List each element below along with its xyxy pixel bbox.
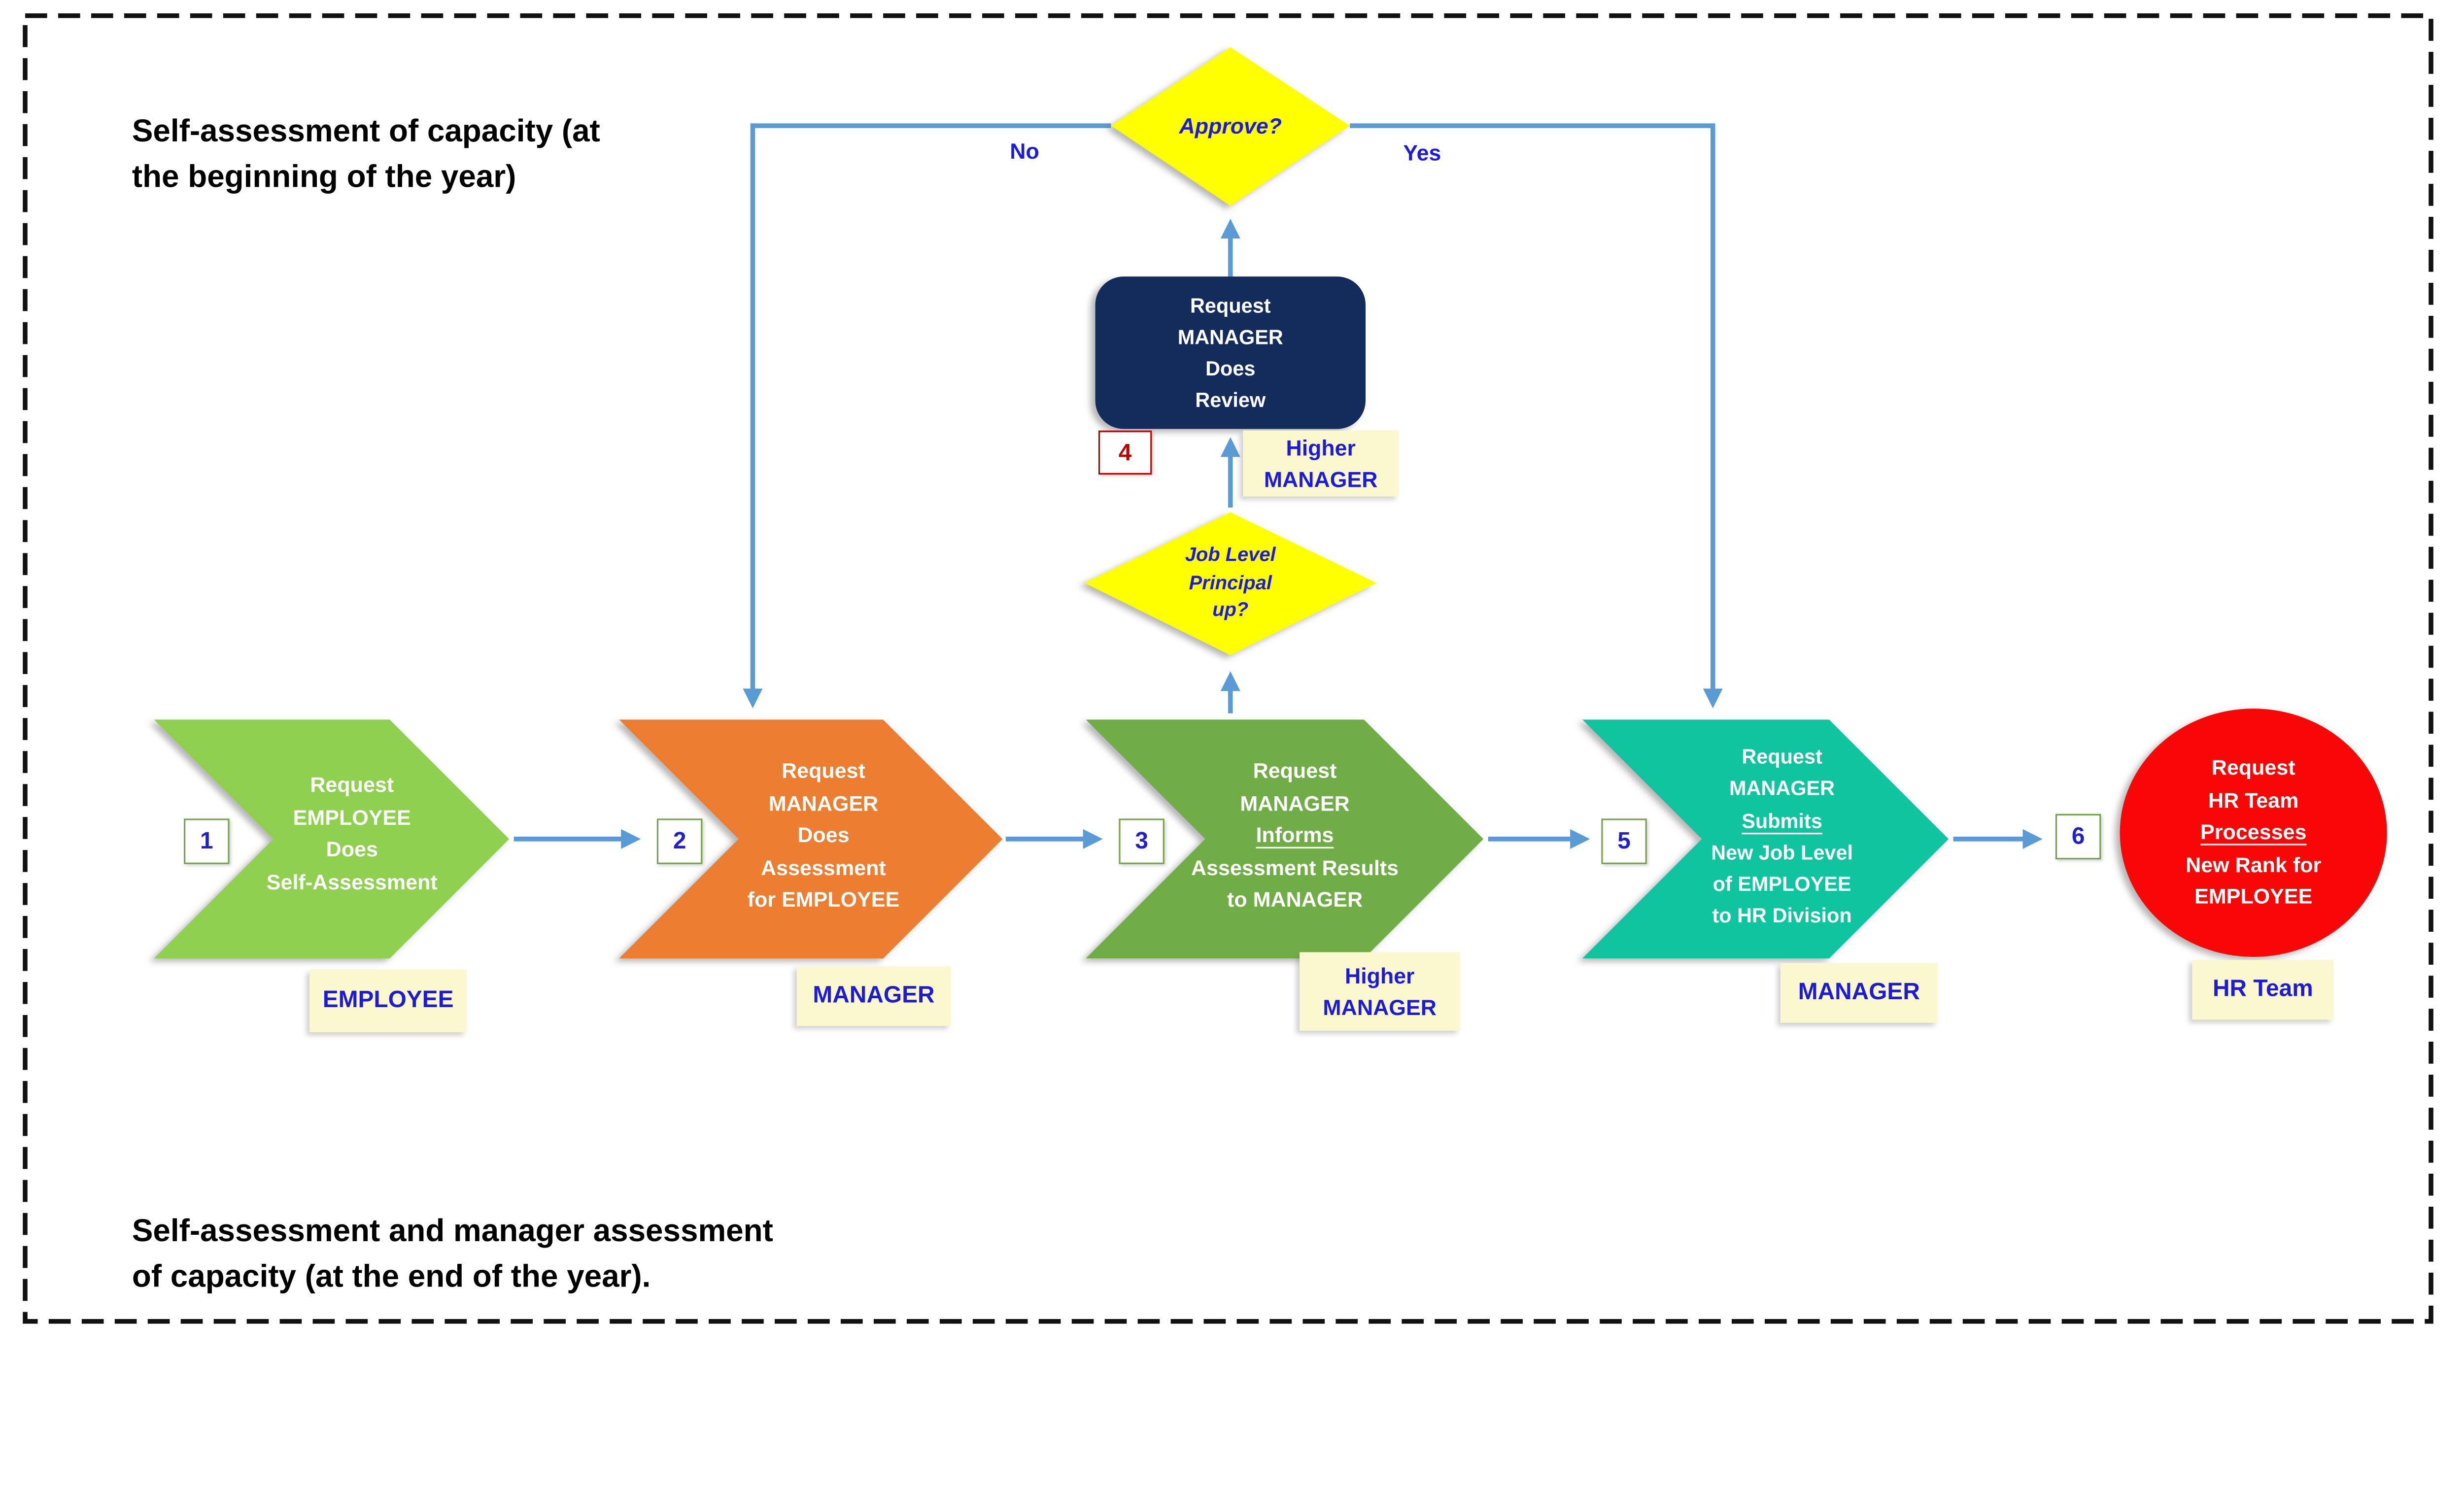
caption-top-line1: Self-assessment of capacity (at (132, 114, 600, 149)
step6-line1: Request (2211, 755, 2295, 779)
step3-badge: 3 (1119, 818, 1164, 864)
step6-line3: Processes (2200, 820, 2307, 844)
step6-text: Request HR Team Processes New Rank for E… (2096, 752, 2411, 914)
step3-line4: Assessment Results (1191, 855, 1399, 880)
step5-actor-tag: MANAGER (1780, 963, 1938, 1023)
caption-bottom-line2: of capacity (at the end of the year). (132, 1260, 651, 1295)
step6-actor-tag: HR Team (2192, 960, 2334, 1020)
step6-line4: New Rank for (2186, 852, 2322, 876)
joblevel-line2: Principal (1189, 571, 1272, 593)
caption-bottom-line1: Self-assessment and manager assessment (132, 1214, 773, 1250)
flowchart-canvas (23, 13, 2433, 1324)
step1-actor-tag: EMPLOYEE (309, 969, 467, 1033)
step3-tag-line2: MANAGER (1323, 994, 1437, 1020)
step2-line1: Request (781, 759, 865, 783)
branch-no-label: No (1010, 138, 1039, 164)
step1-line4: Self-Assessment (266, 869, 438, 893)
page-dashed-border (23, 13, 2433, 1324)
step3-tag-line1: Higher (1345, 963, 1415, 988)
step1-line2: EMPLOYEE (293, 805, 411, 829)
step5-badge: 5 (1601, 818, 1647, 864)
approve-question: Approve? (1179, 113, 1282, 138)
step5-line3: Submits (1742, 808, 1822, 832)
caption-top-line2: the beginning of the year) (132, 160, 516, 195)
joblevel-line3: up? (1212, 598, 1249, 621)
step5-line1: Request (1742, 745, 1822, 769)
step3-line2: MANAGER (1240, 791, 1350, 815)
step5-line4: New Job Level (1711, 840, 1853, 864)
step5-line2: MANAGER (1729, 777, 1835, 801)
review-line3: Does (1205, 356, 1256, 380)
step3-text: Request MANAGER Informs Assessment Resul… (1138, 756, 1452, 917)
step5-line5: of EMPLOYEE (1712, 872, 1851, 896)
review-box-text: Request MANAGER Does Review (1095, 291, 1366, 416)
step2-line5: for EMPLOYEE (747, 887, 900, 912)
connector-approve-no-to-step2 (743, 123, 1111, 709)
step1-badge: 1 (184, 818, 230, 864)
step1-line1: Request (310, 773, 394, 797)
approve-decision-diamond (1111, 47, 1350, 206)
step3-line3: Informs (1256, 823, 1334, 847)
step2-text: Request MANAGER Does Assessment for EMPL… (666, 756, 981, 917)
step2-badge: 2 (656, 818, 703, 864)
step3-chevron (1086, 719, 1484, 959)
step2-line2: MANAGER (768, 791, 879, 815)
joblevel-line1: Job Level (1185, 543, 1276, 566)
step2-line4: Assessment (761, 855, 886, 880)
caption-bottom: Self-assessment and manager assessment o… (132, 1210, 855, 1301)
step6-line5: EMPLOYEE (2194, 884, 2313, 909)
step3-line1: Request (1253, 759, 1337, 783)
joblevel-question: Job Level Principal up? (1073, 542, 1388, 624)
connector-approve-yes-to-step5 (1350, 123, 1723, 709)
step5-chevron (1582, 719, 1949, 959)
review-tag-line1: Higher (1286, 435, 1356, 461)
step2-line3: Does (797, 823, 850, 847)
step3-line5: to MANAGER (1227, 887, 1363, 912)
review-box (1095, 276, 1366, 429)
step3-actor-tag: Higher MANAGER (1300, 952, 1460, 1031)
step2-chevron (619, 719, 1003, 959)
step4-badge: 4 (1098, 430, 1152, 475)
review-line1: Request (1190, 294, 1271, 318)
step1-chevron (154, 719, 510, 959)
step6-circle (2120, 709, 2387, 957)
step2-actor-tag: MANAGER (796, 966, 951, 1026)
step1-text: Request EMPLOYEE Does Self-Assessment (195, 770, 509, 899)
step6-line2: HR Team (2208, 788, 2299, 812)
step5-text: Request MANAGER Submits New Job Level of… (1625, 742, 1939, 933)
flowchart-slide: Self-assessment of capacity (at the begi… (23, 13, 2433, 1324)
step6-badge: 6 (2055, 813, 2101, 860)
review-line4: Review (1195, 388, 1266, 412)
review-tag-line2: MANAGER (1264, 467, 1378, 492)
joblevel-decision-diamond (1084, 512, 1377, 655)
step5-line6: to HR Division (1712, 904, 1852, 928)
branch-yes-label: Yes (1403, 139, 1441, 165)
review-actor-tag: Higher MANAGER (1243, 430, 1399, 497)
step1-line3: Does (326, 837, 378, 861)
caption-top: Self-assessment of capacity (at the begi… (132, 110, 792, 201)
review-line2: MANAGER (1177, 325, 1283, 349)
